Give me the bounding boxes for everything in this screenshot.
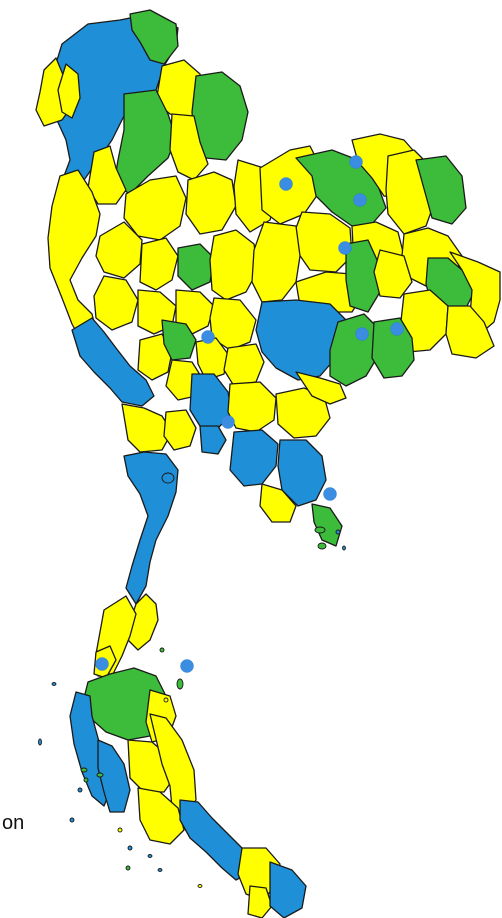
province-region (209, 229, 259, 301)
province-region (277, 439, 327, 507)
island (117, 827, 123, 833)
province-region (255, 299, 347, 381)
location-marker (201, 330, 215, 344)
markers-layer (95, 155, 404, 673)
location-marker (180, 659, 194, 673)
province-region (415, 155, 467, 225)
location-marker (355, 327, 369, 341)
island (51, 682, 57, 686)
islets-layer (38, 472, 346, 888)
island (77, 787, 83, 793)
province-region (139, 237, 179, 291)
province-region (345, 239, 381, 313)
province-region (137, 787, 185, 845)
island (163, 697, 169, 703)
location-marker (279, 177, 293, 191)
island (83, 777, 89, 783)
province-region (445, 305, 495, 359)
province-region (47, 169, 101, 347)
province-region (161, 319, 197, 361)
province-region (95, 221, 143, 279)
regions-layer (35, 9, 501, 918)
province-region (251, 221, 301, 303)
island (197, 884, 203, 888)
province-region (195, 337, 229, 381)
island (342, 545, 346, 551)
province-region (71, 317, 155, 407)
island (161, 472, 175, 484)
province-region (227, 381, 277, 433)
location-marker (349, 155, 363, 169)
province-region (269, 861, 307, 918)
province-region (169, 113, 209, 181)
province-region (295, 371, 347, 405)
province-region (373, 249, 413, 299)
island (176, 678, 184, 690)
province-region (177, 243, 215, 291)
province-region (259, 483, 297, 523)
province-region (311, 503, 343, 547)
location-marker (353, 193, 367, 207)
island (127, 845, 133, 851)
island (314, 526, 326, 534)
province-region (223, 343, 265, 387)
island (38, 738, 42, 746)
province-region (129, 9, 179, 65)
island (335, 529, 341, 535)
island (159, 647, 165, 653)
province-region (93, 275, 139, 331)
location-marker (95, 657, 109, 671)
island (147, 854, 153, 858)
island (96, 772, 104, 778)
province-region (371, 317, 415, 379)
province-region (229, 429, 279, 487)
island (157, 868, 163, 872)
island (69, 817, 75, 823)
province-region (113, 89, 177, 195)
province-region (123, 451, 179, 605)
province-region (247, 885, 273, 918)
island (80, 767, 88, 773)
province-region (163, 409, 197, 451)
island (125, 865, 131, 871)
location-marker (221, 415, 235, 429)
province-region (137, 333, 173, 381)
province-region (199, 425, 227, 455)
cropped-label-fragment: on (2, 812, 25, 834)
province-region (123, 175, 187, 241)
province-region (57, 63, 81, 119)
island (317, 542, 327, 550)
location-marker (338, 241, 352, 255)
province-region (185, 171, 237, 235)
location-marker (390, 322, 404, 336)
location-marker (323, 487, 337, 501)
